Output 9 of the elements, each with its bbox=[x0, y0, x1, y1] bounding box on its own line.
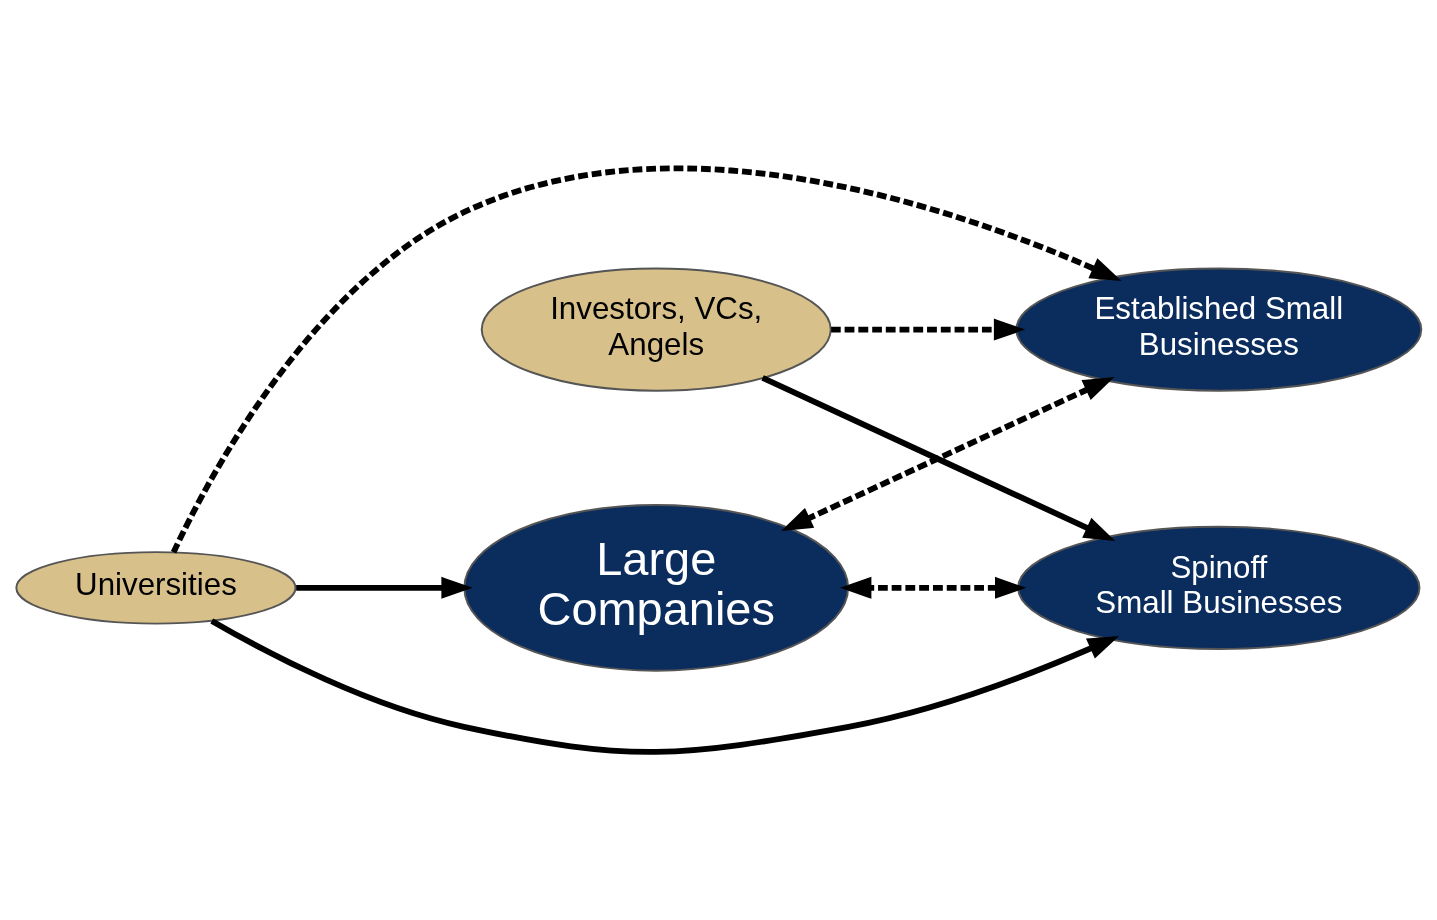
arrow bbox=[210, 618, 1120, 755]
node-ellipse: Established Small Businesses bbox=[1015, 267, 1423, 392]
node-ellipse: Universities bbox=[15, 551, 297, 625]
node-ellipse: Investors, VCs, Angels bbox=[480, 267, 832, 392]
arrow bbox=[840, 576, 1027, 599]
arrow bbox=[831, 318, 1026, 341]
node-ellipse: Spinoff Small Businesses bbox=[1017, 525, 1421, 650]
arrow bbox=[296, 576, 473, 599]
arrow bbox=[170, 165, 1122, 554]
